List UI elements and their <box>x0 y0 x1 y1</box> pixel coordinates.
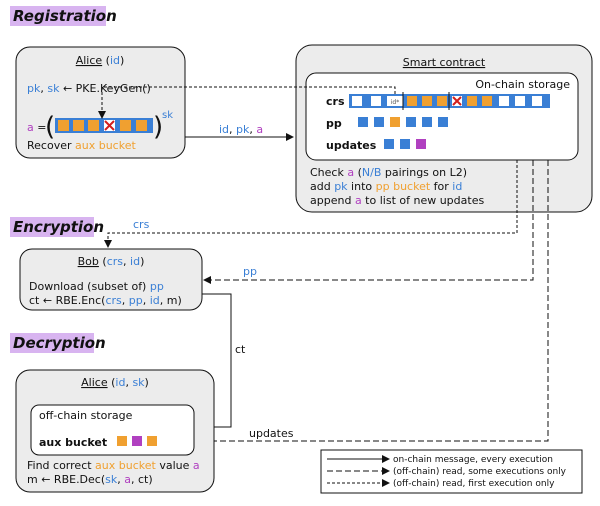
section-title-registration: Registration <box>13 7 117 25</box>
pp-cell <box>390 117 400 127</box>
bob-download-line: Download (subset of) pp <box>29 280 164 293</box>
arrow-label-updates: updates <box>249 427 294 440</box>
alice-keygen-line: pk, sk ← PKE.KeyGen() <box>27 82 151 95</box>
aux-cell <box>132 436 142 446</box>
arrow-pp-to-bob <box>203 160 534 284</box>
crs-cell <box>532 96 542 106</box>
bob-enc-line: ct ← RBE.Enc(crs, pp, id, m) <box>29 294 182 307</box>
crs-cell <box>482 96 492 106</box>
aux-bucket-cells <box>117 436 157 446</box>
bucket-cell <box>73 120 84 131</box>
contract-add-line: add pk into pp bucket for id <box>310 180 462 193</box>
updates-cell <box>416 139 426 149</box>
crs-cells: id* <box>352 96 542 106</box>
pp-cell <box>358 117 368 127</box>
arrow-updates-to-alice <box>162 160 549 445</box>
section-highlight-encryption <box>10 217 94 237</box>
crs-cell-id-text: id* <box>391 99 399 106</box>
alice-a-assignment: a = <box>27 121 46 134</box>
crs-x-icon <box>452 96 462 106</box>
aux-cell <box>117 436 127 446</box>
pp-label: pp <box>326 117 342 130</box>
pp-cell <box>406 117 416 127</box>
contract-check-line: Check a (N/B pairings on L2) <box>310 166 467 179</box>
sk-superscript: sk <box>162 110 173 121</box>
alice-bucket-cells <box>58 120 147 131</box>
updates-cell <box>384 139 394 149</box>
section-title-encryption: Encryption <box>13 218 104 236</box>
contract-append-line: append a to list of new updates <box>310 194 484 207</box>
pp-cell <box>438 117 448 127</box>
bob-box <box>19 248 203 311</box>
crs-cell <box>371 96 381 106</box>
smart-contract-title: Smart contract <box>403 56 486 69</box>
section-title-decryption: Decryption <box>13 334 106 352</box>
section-highlight-decryption <box>10 333 94 353</box>
crs-label: crs <box>326 95 345 108</box>
alice-recover-line: Recover aux bucket <box>27 139 136 152</box>
crs-cell <box>467 96 477 106</box>
updates-cell <box>400 139 410 149</box>
crs-cell <box>352 96 362 106</box>
crs-cell-id <box>387 96 403 106</box>
bob-title: Bob (crs, id) <box>78 255 145 268</box>
crs-cell <box>515 96 525 106</box>
legend-dashed-text: (off-chain) read, some executions only <box>393 467 567 477</box>
alice-dec-line: m ← RBE.Dec(sk, a, ct) <box>27 473 153 486</box>
legend-dotted-text: (off-chain) read, first execution only <box>393 479 555 489</box>
bucket-cell <box>120 120 131 131</box>
arrow-label-pp: pp <box>243 265 257 278</box>
pp-cell <box>422 117 432 127</box>
arrow-crs-to-bob <box>104 160 518 248</box>
arrow-label-crs: crs <box>133 218 150 231</box>
bucket-cell <box>88 120 99 131</box>
arrow-crs-to-alice <box>98 86 396 119</box>
alice-reg-title: Alice (id) <box>76 54 125 67</box>
section-highlight-registration <box>10 6 106 26</box>
left-paren: ( <box>45 112 55 142</box>
offchain-storage-title: off-chain storage <box>39 409 133 422</box>
crs-cell <box>407 96 417 106</box>
pp-cell <box>374 117 384 127</box>
bucket-cell <box>58 120 69 131</box>
legend-solid-text: on-chain message, every execution <box>393 455 553 465</box>
crs-cell <box>422 96 432 106</box>
arrow-label-reg: id, pk, a <box>219 123 263 136</box>
alice-dec-title: Alice (id, sk) <box>81 376 149 389</box>
alice-find-line: Find correct aux bucket value a <box>27 459 200 472</box>
bucket-cell <box>136 120 147 131</box>
pp-cells <box>358 117 448 127</box>
aux-cell <box>147 436 157 446</box>
right-paren: ) <box>153 112 163 142</box>
crs-cell <box>499 96 509 106</box>
updates-label: updates <box>326 139 377 152</box>
arrow-label-ct: ct <box>235 343 246 356</box>
crs-cell <box>437 96 447 106</box>
remove-x-icon <box>104 120 115 131</box>
aux-bucket-label: aux bucket <box>39 436 107 449</box>
onchain-storage-title: On-chain storage <box>475 78 570 91</box>
updates-cells <box>384 139 426 149</box>
